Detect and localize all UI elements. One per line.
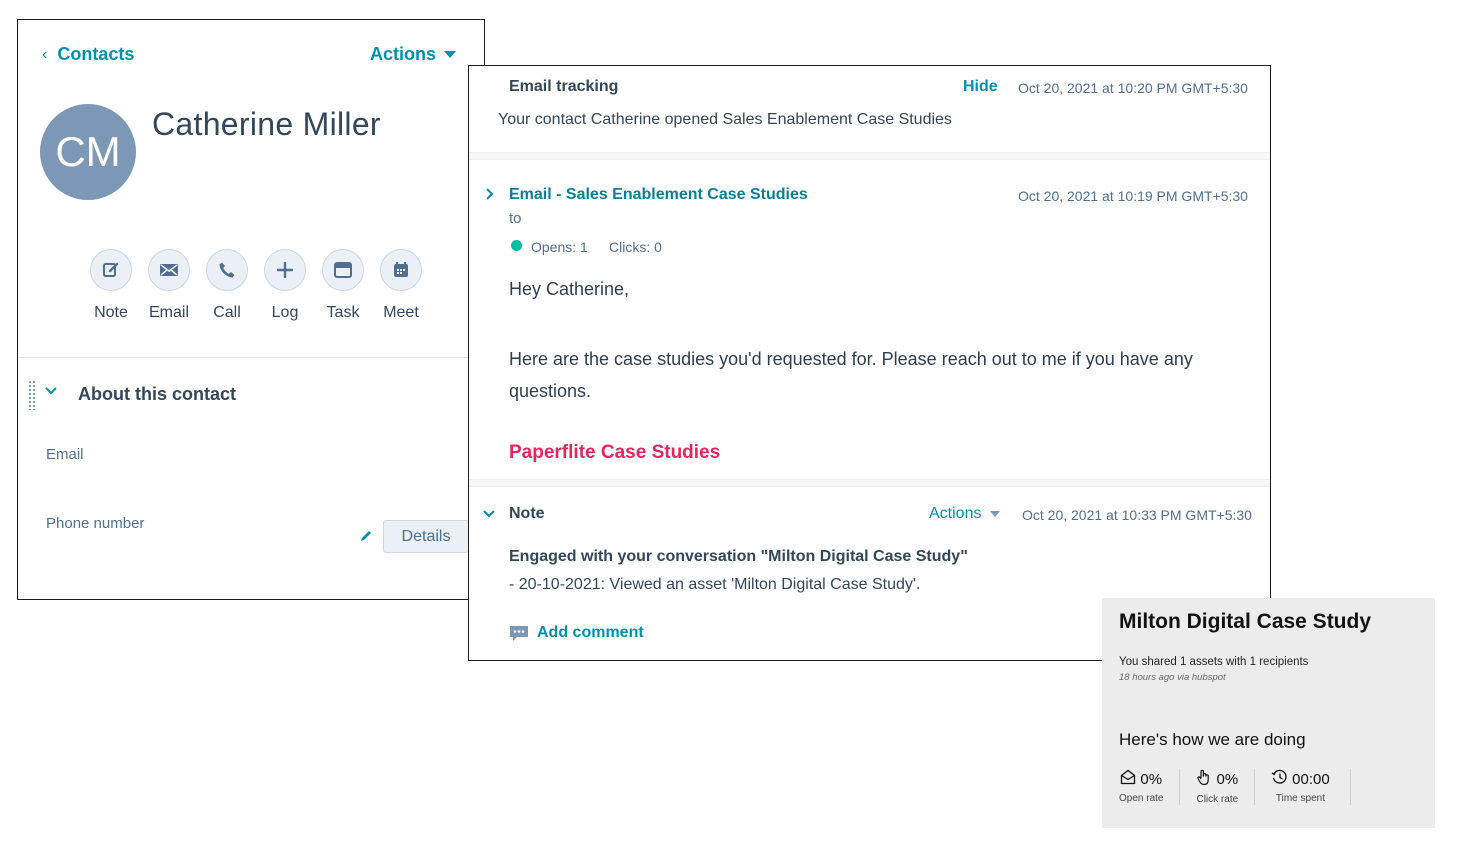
hide-button[interactable]: Hide bbox=[963, 78, 998, 95]
note-detail: - 20-10-2021: Viewed an asset 'Milton Di… bbox=[509, 576, 921, 593]
meet-action-button[interactable]: Meet bbox=[380, 249, 422, 322]
chevron-right-icon[interactable] bbox=[484, 187, 496, 206]
asset-stats: 0% Open rate 0% Click rate 00:00 Time sp… bbox=[1119, 769, 1351, 805]
quick-actions: Note Email Call Log Task bbox=[90, 249, 422, 322]
caret-down-icon bbox=[990, 511, 1001, 517]
clicks-count: Clicks: 0 bbox=[609, 239, 662, 255]
open-rate-label: Open rate bbox=[1119, 793, 1164, 804]
log-action-label: Log bbox=[271, 304, 299, 321]
opens-count: Opens: 1 bbox=[531, 239, 588, 255]
actions-label: Actions bbox=[369, 44, 436, 64]
email-greeting: Hey Catherine, bbox=[509, 279, 630, 299]
performance-heading: Here's how we are doing bbox=[1119, 730, 1306, 749]
avatar: CM bbox=[40, 104, 136, 200]
time-spent-label: Time spent bbox=[1275, 793, 1325, 804]
meet-action-label: Meet bbox=[383, 304, 419, 321]
note-actions-dropdown[interactable]: Actions bbox=[929, 505, 1001, 523]
open-envelope-icon bbox=[1120, 769, 1136, 789]
case-studies-link[interactable]: Paperflite Case Studies bbox=[509, 442, 721, 463]
asset-summary-card: Milton Digital Case Study You shared 1 a… bbox=[1102, 598, 1435, 828]
open-rate-stat: 0% Open rate bbox=[1119, 769, 1179, 805]
email-field-label: Email bbox=[46, 446, 84, 463]
caret-down-icon bbox=[444, 51, 456, 58]
email-tracking-timestamp: Oct 20, 2021 at 10:20 PM GMT+5:30 bbox=[1018, 80, 1248, 96]
envelope-icon bbox=[148, 249, 190, 291]
comment-icon[interactable] bbox=[509, 624, 529, 647]
pencil-icon[interactable] bbox=[359, 529, 373, 548]
contact-name: Catherine Miller bbox=[152, 106, 381, 142]
details-button[interactable]: Details bbox=[383, 520, 469, 553]
phone-icon bbox=[206, 249, 248, 291]
click-rate-stat: 0% Click rate bbox=[1179, 769, 1254, 805]
drag-handle-icon[interactable] bbox=[28, 380, 36, 410]
back-to-contacts-link[interactable]: ‹ Contacts bbox=[42, 44, 134, 65]
contact-panel: ‹ Contacts Actions CM Catherine Miller N… bbox=[17, 19, 485, 600]
task-icon bbox=[322, 249, 364, 291]
email-body: Here are the case studies you'd requeste… bbox=[509, 349, 1193, 401]
avatar-initials: CM bbox=[55, 128, 121, 175]
chevron-left-icon: ‹ bbox=[42, 45, 48, 63]
task-action-button[interactable]: Task bbox=[322, 249, 364, 322]
shared-time: 18 hours ago via hubspot bbox=[1119, 672, 1226, 683]
log-action-button[interactable]: Log bbox=[264, 249, 306, 322]
plus-icon bbox=[264, 249, 306, 291]
shared-summary: You shared 1 assets with 1 recipients bbox=[1119, 656, 1309, 668]
email-action-button[interactable]: Email bbox=[148, 249, 190, 322]
note-timestamp: Oct 20, 2021 at 10:33 PM GMT+5:30 bbox=[1022, 507, 1252, 523]
call-action-button[interactable]: Call bbox=[206, 249, 248, 322]
phone-field-label: Phone number bbox=[46, 515, 145, 532]
click-rate-value: 0% bbox=[1216, 771, 1239, 788]
email-subject-link[interactable]: Email - Sales Enablement Case Studies bbox=[509, 186, 808, 203]
pointer-hand-icon bbox=[1196, 769, 1212, 790]
chevron-down-icon[interactable] bbox=[44, 384, 58, 403]
click-rate-label: Click rate bbox=[1196, 794, 1239, 805]
email-timestamp: Oct 20, 2021 at 10:19 PM GMT+5:30 bbox=[1018, 188, 1248, 204]
note-action-label: Note bbox=[94, 304, 128, 321]
note-actions-label: Actions bbox=[929, 505, 982, 522]
section-divider bbox=[18, 357, 484, 358]
time-spent-value: 00:00 bbox=[1292, 770, 1330, 788]
asset-title: Milton Digital Case Study bbox=[1119, 610, 1372, 633]
email-to-label: to bbox=[509, 210, 522, 227]
email-tracking-title: Email tracking bbox=[509, 78, 619, 95]
add-comment-link[interactable]: Add comment bbox=[537, 624, 644, 641]
status-dot-icon bbox=[511, 240, 522, 251]
time-spent-stat: 00:00 Time spent bbox=[1254, 769, 1351, 805]
call-action-label: Call bbox=[213, 304, 241, 321]
note-action-button[interactable]: Note bbox=[90, 249, 132, 322]
calendar-icon bbox=[380, 249, 422, 291]
edit-icon bbox=[90, 249, 132, 291]
activity-separator bbox=[469, 479, 1270, 487]
note-title: Note bbox=[509, 505, 545, 522]
email-action-label: Email bbox=[148, 304, 189, 321]
note-headline: Engaged with your conversation "Milton D… bbox=[509, 548, 968, 565]
history-clock-icon bbox=[1271, 769, 1288, 789]
about-section-title[interactable]: About this contact bbox=[78, 384, 236, 404]
email-tracking-description: Your contact Catherine opened Sales Enab… bbox=[498, 111, 952, 128]
open-rate-value: 0% bbox=[1140, 770, 1163, 788]
activity-separator bbox=[469, 152, 1270, 160]
back-link-label: Contacts bbox=[57, 44, 135, 64]
chevron-down-icon[interactable] bbox=[482, 507, 496, 526]
contact-actions-dropdown[interactable]: Actions bbox=[370, 44, 456, 65]
task-action-label: Task bbox=[326, 304, 360, 321]
activity-panel: Email tracking Hide Oct 20, 2021 at 10:2… bbox=[468, 65, 1271, 661]
